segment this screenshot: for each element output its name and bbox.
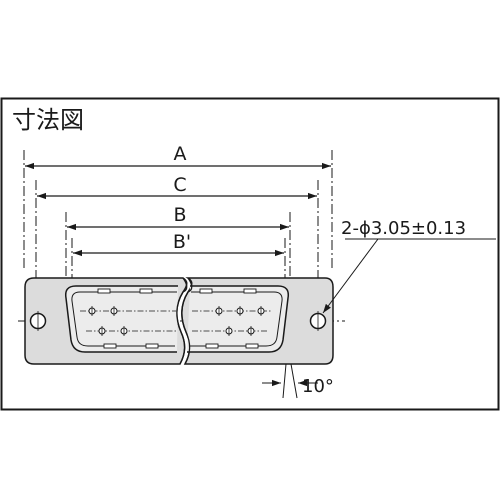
contact-slots (97, 288, 259, 349)
hole-callout-text: 2-ϕ3.05±0.13 (341, 218, 466, 239)
dimension-label-c: C (173, 174, 186, 196)
angle-annotation (262, 363, 318, 399)
connector-body (24, 277, 334, 365)
dimension-label-b: B (173, 204, 186, 226)
drawing-title: 寸法図 (12, 106, 84, 134)
dimension-label-a: A (174, 143, 187, 165)
angle-label: 10° (302, 376, 334, 397)
shell-left (64, 285, 178, 353)
break-line (176, 277, 188, 365)
dimension-lines (25, 162, 331, 257)
dimension-label-b-prime: B' (173, 231, 191, 253)
hole-callout-leader (322, 238, 496, 314)
shell-right (187, 285, 290, 353)
